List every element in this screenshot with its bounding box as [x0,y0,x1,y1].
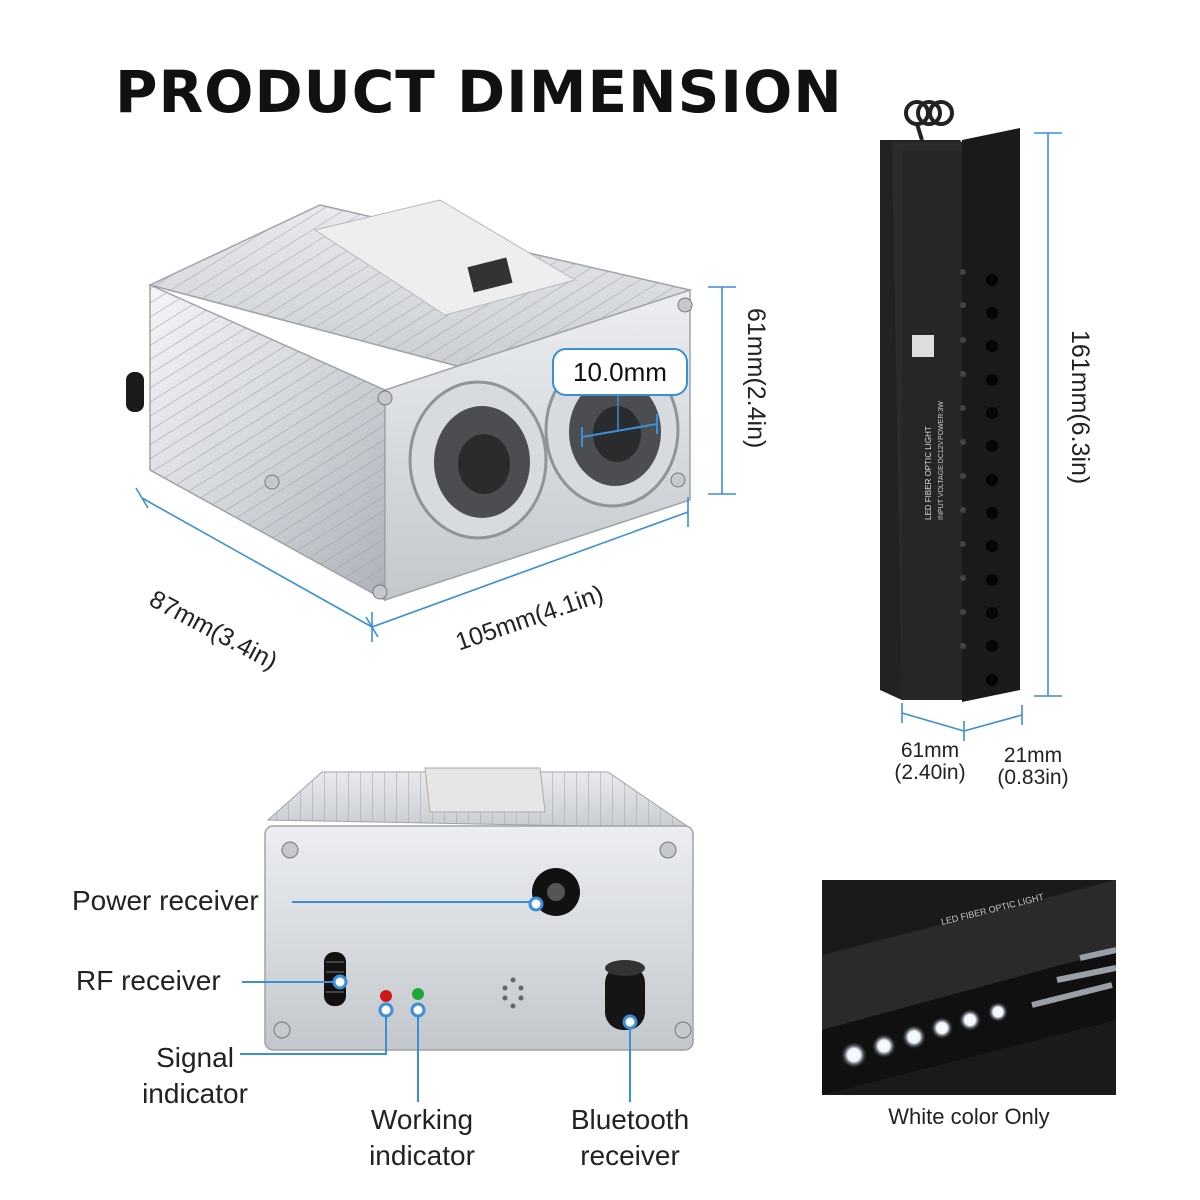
power-receiver-dot [528,896,544,912]
antenna-knob [126,372,144,412]
fiber-light-bar [880,100,1020,702]
glowing-leds [841,1002,1008,1068]
photo-caption: White color Only [888,1104,1050,1129]
svg-text:LED FIBER OPTIC LIGHT: LED FIBER OPTIC LIGHT [924,426,933,520]
page-title: PRODUCT DIMENSION [115,58,843,126]
svg-text:POWER:3W: POWER:3W [938,401,945,440]
power-receiver-label: Power receiver [72,885,259,916]
screw-icon [377,390,393,406]
qr-code-icon [467,257,513,293]
fiber-strands [1031,947,1116,1008]
screw-icon [264,474,280,490]
callout-lines [240,901,631,1102]
callout-dots [332,896,638,1030]
height-dimension: 61mm(2.4in) [742,308,770,449]
product-photo: LED FIBER OPTIC LIGHT [822,880,1116,1095]
bar-height-dimension: 161mm(6.3in) [1066,330,1094,485]
screw-holes [960,269,966,649]
screw-icon [273,1021,291,1039]
port-diameter-callout: 10.0mm [552,348,688,396]
dimension-lines-top [135,286,736,642]
qr-code-icon [912,335,934,357]
screw-icon [677,297,693,313]
screw-icon [372,584,388,600]
signal-indicator-dot [378,1002,394,1018]
light-engine-top-view [126,199,693,602]
screw-icon [674,1021,692,1039]
rf-receiver-dot [332,974,348,990]
bluetooth-knob [605,965,645,1030]
working-indicator-dot [410,1002,426,1018]
svg-text:INPUT VOLTAGE:DC12V: INPUT VOLTAGE:DC12V [938,440,945,520]
screw-icon [659,841,677,859]
dimension-lines-bar [901,132,1062,741]
bar-width-dimension: 61mm (2.40in) [894,739,966,784]
photo-illustration: LED FIBER OPTIC LIGHT [822,880,1116,1095]
screw-icon [670,472,686,488]
fiber-port-left [408,380,548,540]
bluetooth-receiver-dot [622,1014,638,1030]
screw-icon [281,841,299,859]
light-engine-back-view [264,767,694,1051]
fiber-holes [986,274,998,686]
speaker-holes [502,977,524,1009]
bar-label: LED FIBER OPTIC LIGHT INPUT VOLTAGE:DC12… [924,401,945,520]
working-led [412,988,424,1000]
bar-depth-dimension: 21mm (0.83in) [997,744,1069,789]
rf-receiver-label: RF receiver [76,965,221,996]
signal-led [380,990,392,1002]
